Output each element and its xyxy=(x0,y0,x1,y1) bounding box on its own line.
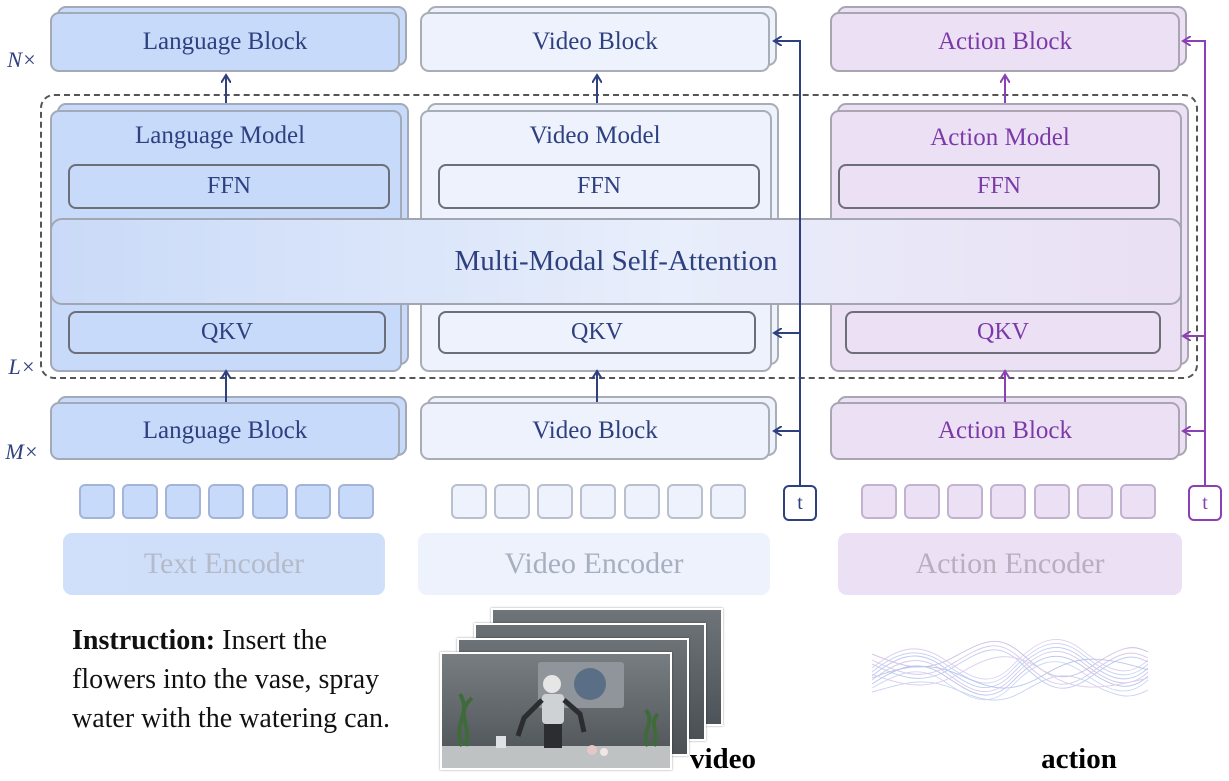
language-token xyxy=(165,484,201,519)
language-token xyxy=(338,484,374,519)
language-qkv: QKV xyxy=(68,311,386,354)
action-caption: action xyxy=(1041,742,1117,775)
action-token xyxy=(990,484,1026,519)
language-token xyxy=(295,484,331,519)
action-encoder: Action Encoder xyxy=(838,533,1182,595)
action-ffn: FFN xyxy=(838,164,1160,209)
video-timestep-box: t xyxy=(783,485,817,521)
action-qkv: QKV xyxy=(845,311,1161,354)
language-token xyxy=(79,484,115,519)
multi-modal-self-attention: Multi-Modal Self-Attention xyxy=(50,218,1182,305)
action-model-title: Action Model xyxy=(930,124,1070,151)
language-ffn: FFN xyxy=(68,164,390,209)
video-token xyxy=(580,484,616,519)
action-token xyxy=(1077,484,1113,519)
l-multiplier: L× xyxy=(8,354,36,379)
video-token xyxy=(624,484,660,519)
instruction-text: Instruction: Insert the flowers into the… xyxy=(72,621,392,776)
video-caption: video xyxy=(689,742,757,775)
action-top-block: Action Block xyxy=(830,12,1180,72)
language-token xyxy=(208,484,244,519)
video-token xyxy=(451,484,487,519)
video-qkv: QKV xyxy=(438,311,756,354)
action-token xyxy=(904,484,940,519)
language-token xyxy=(122,484,158,519)
action-timestep-box: t xyxy=(1188,485,1222,521)
text-encoder: Text Encoder xyxy=(63,533,385,595)
video-frame-front xyxy=(440,652,672,770)
action-token xyxy=(947,484,983,519)
action-token xyxy=(1034,484,1070,519)
action-token xyxy=(861,484,897,519)
language-bottom-block: Language Block xyxy=(50,402,400,460)
video-token xyxy=(667,484,703,519)
m-multiplier: M× xyxy=(5,439,39,464)
video-top-block: Video Block xyxy=(420,12,770,72)
instruction-label: Instruction: xyxy=(72,625,216,656)
n-multiplier: N× xyxy=(7,47,37,72)
video-model-title: Video Model xyxy=(529,122,661,149)
robot-scene-icon xyxy=(442,662,670,768)
transformer-layer-frame xyxy=(40,94,1198,379)
action-wave-icon xyxy=(872,639,1148,701)
instruction-body: Insert the flowers into the vase, spray … xyxy=(72,625,390,734)
action-bottom-block: Action Block xyxy=(830,402,1180,460)
video-bottom-block: Video Block xyxy=(420,402,770,460)
video-token xyxy=(494,484,530,519)
video-encoder: Video Encoder xyxy=(418,533,770,595)
action-token xyxy=(1120,484,1156,519)
language-top-block: Language Block xyxy=(50,12,400,72)
language-token xyxy=(252,484,288,519)
video-token xyxy=(710,484,746,519)
video-ffn: FFN xyxy=(438,164,760,209)
video-token xyxy=(537,484,573,519)
language-model-title: Language Model xyxy=(134,122,306,149)
